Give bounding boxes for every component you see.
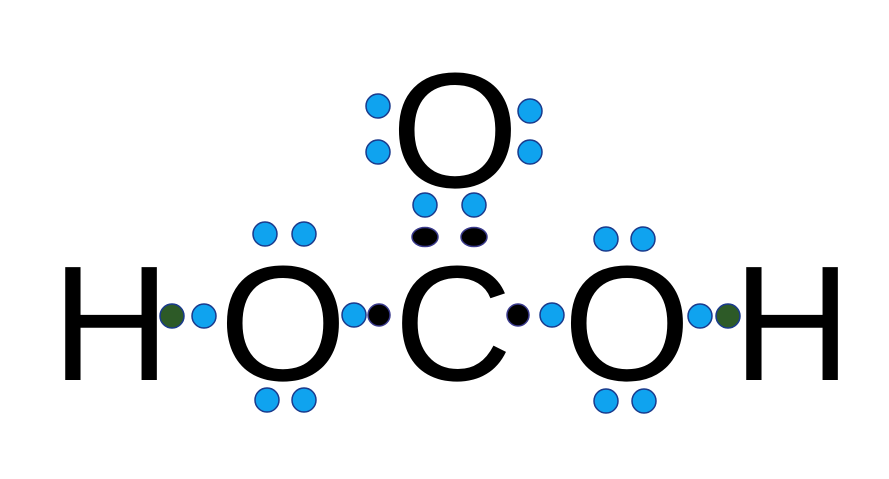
- electron-o-right-top-lone-pair-2: [630, 226, 656, 252]
- electron-h-left-bond-1: [159, 303, 185, 329]
- atom-o-right: O: [563, 232, 691, 415]
- electron-o-top-left-lone-pair-2: [365, 139, 391, 165]
- atom-h-left: H: [52, 232, 170, 415]
- electron-dots: [159, 93, 741, 414]
- electron-o-left-h-bond-1: [191, 303, 217, 329]
- electron-o-right-bottom-lone-pair-1: [593, 388, 619, 414]
- electron-o-left-top-lone-pair-2: [291, 221, 317, 247]
- electron-c-top-bonding-pair-2: [460, 226, 488, 248]
- electron-o-top-right-lone-pair-2: [517, 139, 543, 165]
- electron-o-left-bottom-lone-pair-2: [291, 387, 317, 413]
- electron-o-right-c-bond-1: [539, 302, 565, 328]
- electron-c-right-bond-1: [506, 303, 530, 327]
- electron-o-left-top-lone-pair-1: [252, 221, 278, 247]
- electron-c-top-bonding-pair-1: [411, 226, 439, 248]
- atom-h-right: H: [733, 232, 851, 415]
- electron-o-left-bottom-lone-pair-1: [254, 387, 280, 413]
- electron-o-top-right-lone-pair-1: [517, 98, 543, 124]
- electron-o-right-bottom-lone-pair-2: [631, 388, 657, 414]
- atom-o-top: O: [391, 39, 519, 222]
- electron-o-top-left-lone-pair-1: [365, 93, 391, 119]
- atom-o-left: O: [219, 232, 347, 415]
- atom-carbon: C: [394, 232, 512, 415]
- electron-o-top-bonding-pair-1: [412, 192, 438, 218]
- electron-o-right-top-lone-pair-1: [593, 226, 619, 252]
- electron-o-top-bonding-pair-2: [461, 192, 487, 218]
- electron-c-left-bond-1: [367, 303, 391, 327]
- electron-h-right-bond-1: [715, 303, 741, 329]
- electron-o-right-h-bond-1: [687, 303, 713, 329]
- electron-o-left-c-bond-1: [341, 302, 367, 328]
